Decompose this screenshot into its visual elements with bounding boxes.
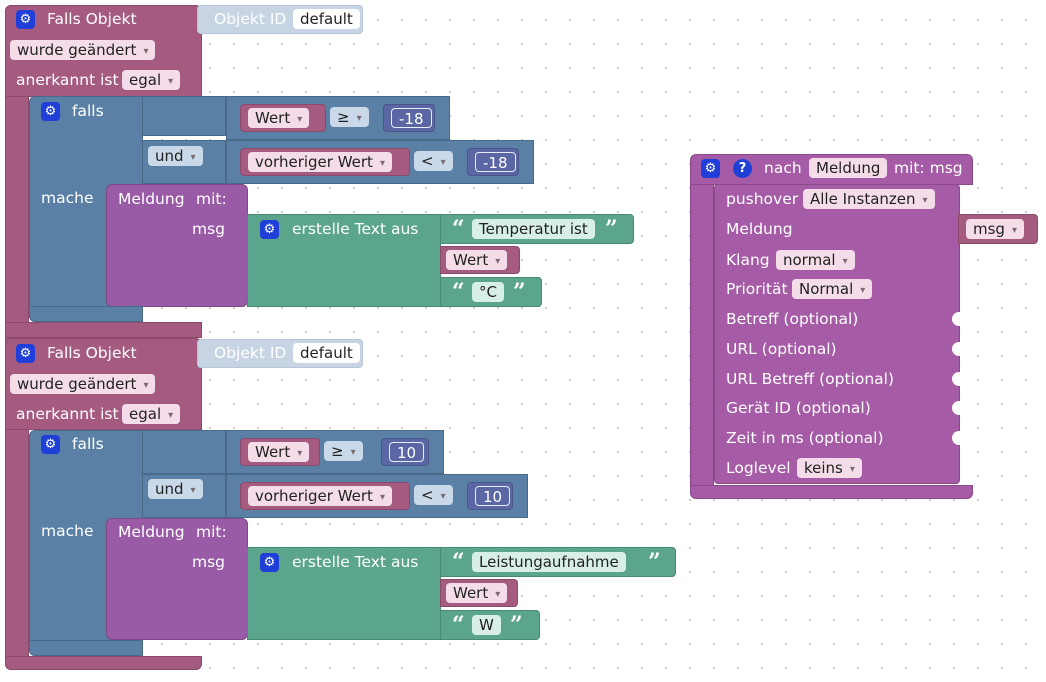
url-input-socket[interactable] — [952, 342, 960, 356]
value-dropdown[interactable]: Wert — [248, 108, 310, 128]
message-with-label: mit: — [196, 190, 227, 208]
gear-icon[interactable]: ⚙ — [41, 102, 60, 121]
gear-icon[interactable]: ⚙ — [701, 159, 720, 178]
message-with-label: mit: — [196, 523, 227, 541]
message-call-block-2[interactable] — [106, 518, 248, 640]
if-block-2-top — [142, 430, 226, 474]
operator-dropdown[interactable]: ≥ — [324, 441, 363, 461]
help-icon[interactable]: ? — [733, 159, 752, 178]
trigger-title: Falls Objekt — [47, 344, 137, 362]
text-literal-value[interactable]: Leistungaufnahme — [472, 552, 626, 572]
if-block-1-top — [142, 96, 226, 136]
priority-label: Priorität — [726, 280, 788, 298]
quote-close-icon: ” — [648, 549, 661, 575]
procedure-footer — [690, 485, 973, 499]
url-subject-input-socket[interactable] — [952, 372, 960, 386]
msg-variable-dropdown[interactable]: msg — [966, 219, 1024, 239]
time-input-socket[interactable] — [952, 431, 960, 445]
device-input-socket[interactable] — [952, 401, 960, 415]
threshold-value[interactable]: -18 — [391, 108, 432, 128]
trigger-title: Falls Objekt — [47, 10, 137, 28]
quote-close-icon: ” — [510, 612, 523, 638]
threshold-value[interactable]: 10 — [389, 442, 425, 462]
url-label: URL (optional) — [726, 340, 837, 358]
changed-dropdown[interactable]: wurde geändert — [10, 374, 156, 394]
procedure-header-prefix: nach — [764, 159, 802, 177]
create-text-label: erstelle Text aus — [292, 553, 419, 571]
priority-dropdown[interactable]: Normal — [792, 279, 873, 299]
gear-icon[interactable]: ⚙ — [16, 10, 35, 29]
object-id-label: Objekt ID — [214, 344, 287, 362]
pushover-label: pushover — [726, 190, 799, 208]
quote-open-icon: “ — [452, 216, 465, 242]
procedure-spine — [690, 184, 714, 486]
gear-icon[interactable]: ⚙ — [260, 220, 279, 239]
object-id-value[interactable]: default — [293, 9, 360, 29]
acknowledged-label: anerkannt ist — [16, 71, 119, 89]
device-label: Gerät ID (optional) — [726, 399, 871, 417]
gear-icon[interactable]: ⚙ — [41, 435, 60, 454]
value-dropdown[interactable]: Wert — [248, 442, 310, 462]
sound-label: Klang — [726, 251, 770, 269]
if-block-1-footer — [29, 306, 143, 322]
do-label: mache — [41, 522, 94, 540]
message-param-label: msg — [192, 220, 226, 238]
pushover-block[interactable] — [714, 184, 960, 484]
subject-label: Betreff (optional) — [726, 310, 859, 328]
unit-literal-value[interactable]: °C — [472, 282, 504, 302]
message-input-label: Meldung — [726, 220, 793, 238]
object-id-value[interactable]: default — [293, 343, 360, 363]
threshold-value[interactable]: 10 — [475, 486, 511, 506]
text-literal-value[interactable]: Temperatur ist — [472, 219, 595, 239]
subject-input-socket[interactable] — [952, 312, 960, 326]
value-dropdown[interactable]: Wert — [446, 583, 508, 603]
trigger-statement-spine-1 — [5, 96, 29, 336]
loglevel-dropdown[interactable]: keins — [797, 458, 862, 478]
threshold-value[interactable]: -18 — [475, 152, 516, 172]
gear-icon[interactable]: ⚙ — [260, 553, 279, 572]
quote-close-icon: ” — [513, 279, 526, 305]
text-join-block-1[interactable] — [247, 214, 441, 307]
do-label: mache — [41, 189, 94, 207]
quote-close-icon: ” — [605, 216, 618, 242]
if-label: falls — [72, 102, 104, 120]
sound-dropdown[interactable]: normal — [776, 250, 855, 270]
changed-dropdown[interactable]: wurde geändert — [10, 40, 156, 60]
message-label: Meldung — [118, 523, 185, 541]
trigger-footer-1 — [5, 322, 202, 338]
quote-open-icon: “ — [452, 549, 465, 575]
message-call-block-1[interactable] — [106, 184, 248, 307]
pushover-instance-dropdown[interactable]: Alle Instanzen — [803, 189, 935, 209]
operator-dropdown[interactable]: < — [414, 485, 453, 505]
and-dropdown[interactable]: und — [148, 146, 203, 166]
url-subject-label: URL Betreff (optional) — [726, 370, 895, 388]
procedure-name-field[interactable]: Meldung — [809, 158, 888, 178]
quote-open-icon: “ — [452, 279, 465, 305]
procedure-param: mit: msg — [894, 159, 963, 177]
gear-icon[interactable]: ⚙ — [16, 344, 35, 363]
acknowledged-dropdown[interactable]: egal — [122, 70, 181, 90]
operator-dropdown[interactable]: ≥ — [330, 107, 369, 127]
unit-literal-value[interactable]: W — [472, 615, 501, 635]
and-dropdown[interactable]: und — [148, 479, 203, 499]
operator-dropdown[interactable]: < — [414, 151, 453, 171]
quote-open-icon: “ — [452, 612, 465, 638]
acknowledged-dropdown[interactable]: egal — [122, 404, 181, 424]
message-param-label: msg — [192, 553, 226, 571]
time-label: Zeit in ms (optional) — [726, 429, 884, 447]
trigger-footer-2 — [5, 656, 202, 670]
prev-value-dropdown[interactable]: vorheriger Wert — [248, 152, 392, 172]
if-label: falls — [72, 435, 104, 453]
acknowledged-label: anerkannt ist — [16, 405, 119, 423]
if-block-2-footer — [29, 640, 143, 656]
create-text-label: erstelle Text aus — [292, 220, 419, 238]
value-dropdown[interactable]: Wert — [446, 250, 508, 270]
message-label: Meldung — [118, 190, 185, 208]
object-id-label: Objekt ID — [214, 10, 287, 28]
prev-value-dropdown[interactable]: vorheriger Wert — [248, 486, 392, 506]
loglevel-label: Loglevel — [726, 459, 791, 477]
text-join-block-2[interactable] — [247, 547, 441, 640]
